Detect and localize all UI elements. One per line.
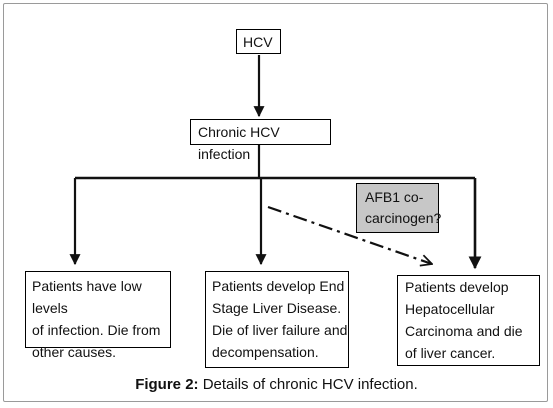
caption-text: Details of chronic HCV infection. — [198, 376, 418, 393]
caption-label: Figure 2: — [135, 376, 199, 393]
dashed-arrow-afb1-to-hcc — [267, 205, 432, 264]
node-end-stage-liver-disease: Patients develop End Stage Liver Disease… — [205, 271, 349, 368]
node-chronic-hcv-infection: Chronic HCV infection — [190, 119, 331, 162]
figure-frame — [3, 3, 548, 402]
node-low-levels-outcome: Patients have low levels of infection. D… — [25, 271, 171, 360]
node-hepatocellular-carcinoma: Patients develop Hepatocellular Carcinom… — [397, 275, 540, 366]
figure-caption: Figure 2: Details of chronic HCV infecti… — [0, 376, 553, 393]
node-afb1-cocarcinogen: AFB1 co- carcinogen? — [356, 183, 441, 233]
node-hcv: HCV — [236, 29, 281, 54]
